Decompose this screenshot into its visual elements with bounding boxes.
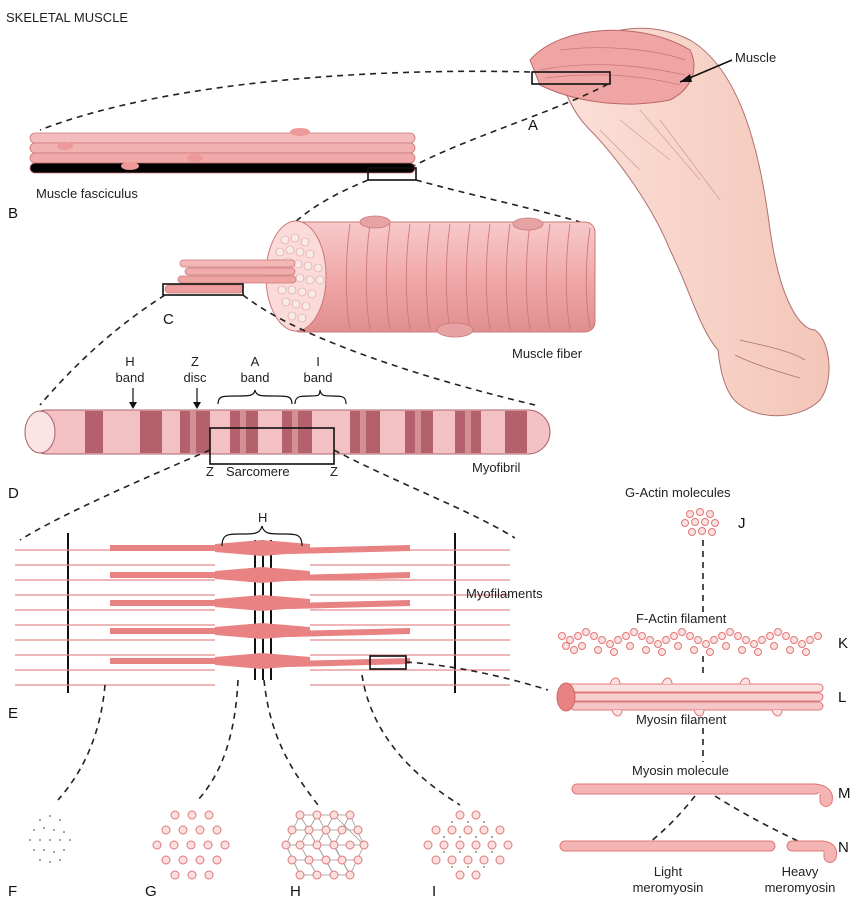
connector-b-c-right bbox=[416, 180, 580, 222]
myofilaments-panel: H Myofilaments E bbox=[8, 510, 543, 722]
connector-h bbox=[264, 680, 318, 805]
panel-m-letter: M bbox=[838, 785, 851, 802]
connector-g bbox=[198, 680, 238, 800]
connector-f bbox=[58, 685, 105, 800]
cross-section-f bbox=[29, 815, 71, 863]
sarcomere-label: Sarcomere bbox=[226, 464, 290, 479]
a-band-label-2: band bbox=[241, 370, 270, 385]
muscle-label: Muscle bbox=[735, 50, 776, 65]
myofibril-label: Myofibril bbox=[472, 460, 521, 475]
z-disc-label-1: Z bbox=[191, 354, 199, 369]
myosin-molecule bbox=[572, 784, 832, 807]
connector-d-e-left bbox=[20, 450, 210, 540]
cross-section-h bbox=[282, 811, 368, 879]
i-band-label-2: band bbox=[304, 370, 333, 385]
cross-section-g bbox=[153, 811, 229, 879]
connector-a-b-top bbox=[40, 71, 530, 130]
panel-b-letter: B bbox=[8, 205, 18, 222]
muscle-fiber: Muscle fiber C bbox=[163, 216, 595, 361]
h-band-label-2: band bbox=[116, 370, 145, 385]
heavy-meromyosin-label-2: meromyosin bbox=[765, 880, 836, 895]
f-actin-filament bbox=[559, 629, 822, 656]
panel-k-letter: K bbox=[838, 635, 848, 652]
heavy-meromyosin bbox=[787, 841, 837, 863]
myofibril: H band Z disc A band I band Z Sarcomere … bbox=[8, 354, 550, 502]
h-bracket-label: H bbox=[258, 510, 267, 525]
fasciculus-label: Muscle fasciculus bbox=[36, 186, 138, 201]
myosin-filament bbox=[557, 678, 823, 716]
light-meromyosin-label-1: Light bbox=[654, 864, 683, 879]
panel-a-letter: A bbox=[528, 117, 538, 134]
myosin-molecule-label: Myosin molecule bbox=[632, 763, 729, 778]
z-right-label: Z bbox=[330, 464, 338, 479]
panel-n-letter: N bbox=[838, 839, 849, 856]
z-disc-label-2: disc bbox=[183, 370, 207, 385]
panel-f-letter: F bbox=[8, 883, 17, 900]
f-actin-label: F-Actin filament bbox=[636, 611, 727, 626]
figure-title: SKELETAL MUSCLE bbox=[6, 10, 128, 25]
panel-l-letter: L bbox=[838, 689, 846, 706]
light-meromyosin bbox=[560, 841, 775, 851]
g-actin-label: G-Actin molecules bbox=[625, 485, 731, 500]
panel-c-letter: C bbox=[163, 311, 174, 328]
light-meromyosin-label-2: meromyosin bbox=[633, 880, 704, 895]
myosin-filament-label: Myosin filament bbox=[636, 712, 727, 727]
z-left-label: Z bbox=[206, 464, 214, 479]
panel-e-letter: E bbox=[8, 705, 18, 722]
panel-d-letter: D bbox=[8, 485, 19, 502]
cross-section-i bbox=[424, 811, 512, 879]
connector-e-l bbox=[406, 662, 548, 690]
panel-h-letter: H bbox=[290, 883, 301, 900]
muscle-fiber-label: Muscle fiber bbox=[512, 346, 583, 361]
a-band-label-1: A bbox=[251, 354, 260, 369]
panel-i-letter: I bbox=[432, 883, 436, 900]
heavy-meromyosin-label-1: Heavy bbox=[782, 864, 819, 879]
panel-g-letter: G bbox=[145, 883, 157, 900]
i-band-label-1: I bbox=[316, 354, 320, 369]
g-actin-molecules bbox=[682, 509, 719, 536]
panel-j-letter: J bbox=[738, 515, 746, 532]
connector-m-heavy bbox=[715, 796, 800, 842]
muscle-fasciculus: Muscle fasciculus B bbox=[8, 128, 416, 222]
connector-c-d-left bbox=[40, 295, 165, 405]
h-band-label-1: H bbox=[125, 354, 134, 369]
connector-i bbox=[362, 675, 460, 805]
connector-m-light bbox=[650, 796, 695, 842]
myofilaments-label: Myofilaments bbox=[466, 586, 543, 601]
